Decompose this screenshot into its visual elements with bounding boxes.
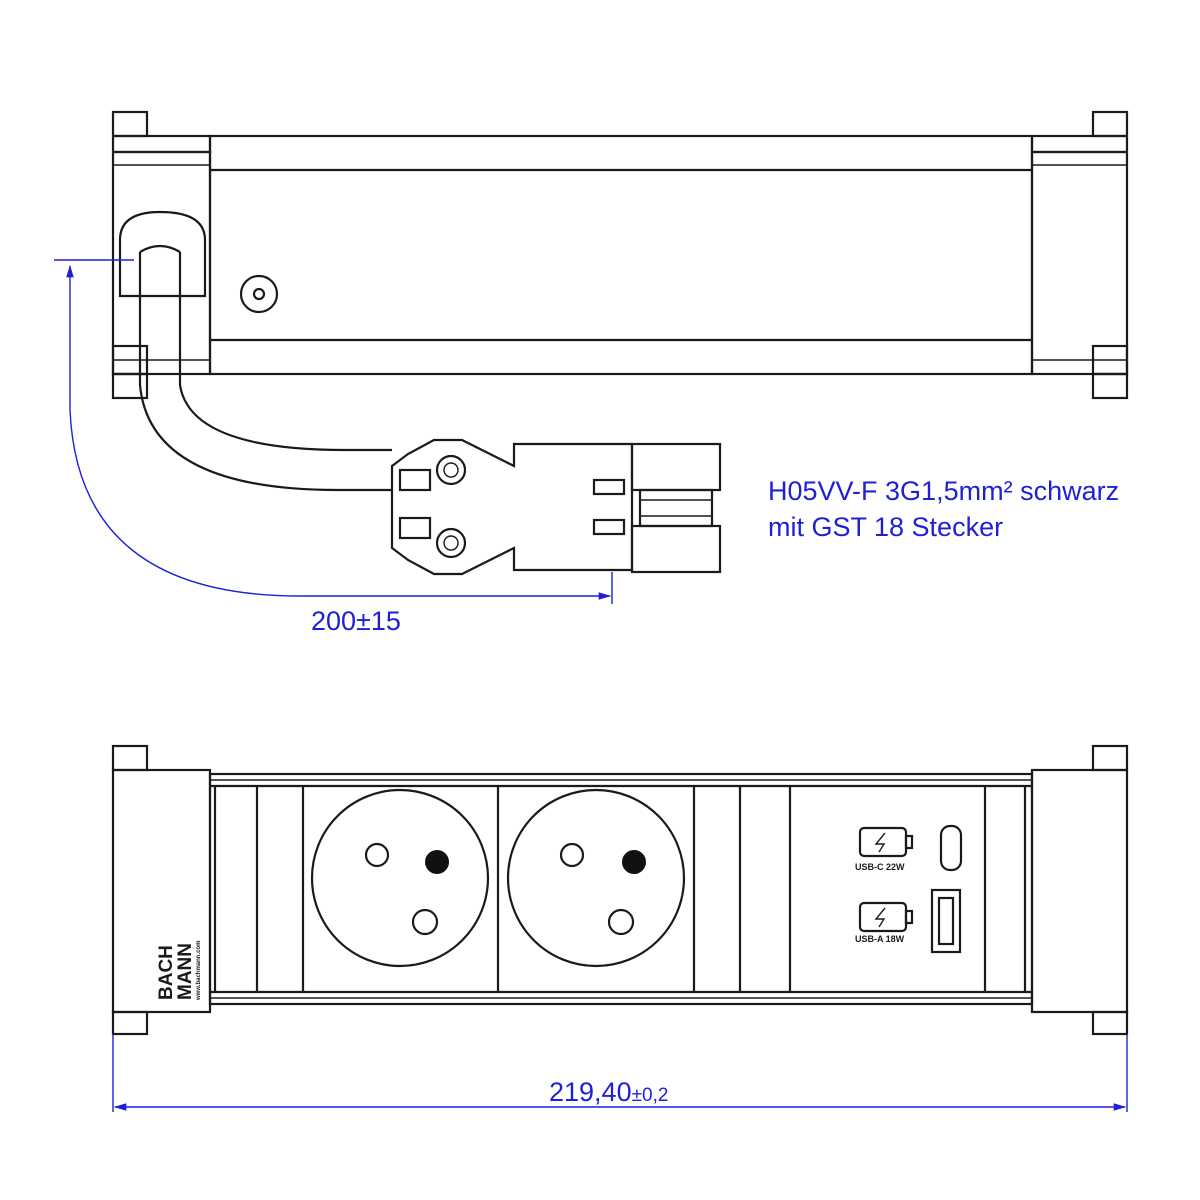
usb-a-label: USB-A 18W (855, 934, 905, 944)
socket-2 (506, 788, 686, 968)
left-end-cap (111, 110, 212, 400)
cable (138, 244, 392, 492)
top-body (208, 134, 1034, 376)
front-view: USB-C 22W USB-A 18W BACH MANN www.bachma… (111, 744, 1129, 1036)
cable-grommet (118, 210, 207, 298)
width-value: 219,40 (549, 1077, 632, 1107)
width-tolerance: ±0,2 (632, 1085, 669, 1106)
usb-module (858, 824, 963, 954)
brand-logo: BACH MANN www.bachmann.com (156, 941, 202, 1001)
brand-url: www.bachmann.com (196, 941, 202, 1001)
cable-length-dimension (54, 259, 613, 604)
usb-c-label: USB-C 22W (855, 862, 905, 872)
right-end-cap (1030, 110, 1129, 400)
cable-spec-line2: mit GST 18 Stecker (768, 512, 1003, 542)
brand-line2: MANN (175, 943, 196, 1000)
cable-spec-line1: H05VV-F 3G1,5mm² schwarz (768, 476, 1119, 506)
brand-line1: BACH (156, 945, 177, 1000)
cable-length-label: 200±15 (311, 606, 401, 636)
width-dimension (112, 1034, 1128, 1112)
socket-1 (310, 788, 490, 968)
gst18-connector (390, 438, 722, 576)
width-label: 219,40±0,2 (549, 1077, 668, 1107)
